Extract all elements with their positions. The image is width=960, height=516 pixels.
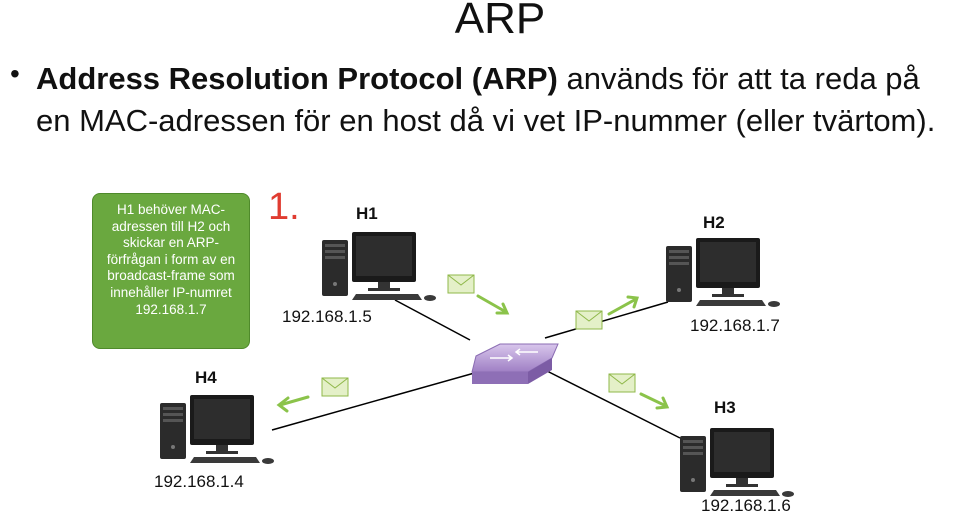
arrow-icon xyxy=(639,392,670,410)
page-title: ARP xyxy=(454,0,546,43)
h4-computer-icon xyxy=(160,395,274,464)
h2-label: H2 xyxy=(703,213,725,232)
arrow-icon xyxy=(276,395,310,413)
h1-computer-icon xyxy=(322,232,436,301)
h3-ip: 192.168.1.6 xyxy=(701,496,791,515)
frame-envelope-icon xyxy=(608,373,636,393)
h4-label: H4 xyxy=(195,368,217,387)
bullet-text: Address Resolution Protocol (ARP) använd… xyxy=(36,58,956,142)
link-switch-h2 xyxy=(544,301,669,339)
link-switch-h3 xyxy=(544,369,681,439)
explanation-callout: H1 behöver MAC-adressen till H2 och skic… xyxy=(92,193,250,349)
h3-label: H3 xyxy=(714,398,736,417)
h1-ip: 192.168.1.5 xyxy=(282,307,372,326)
link-h1-switch xyxy=(394,299,471,341)
bullet-rest: används för att ta reda på en MAC-adress… xyxy=(36,61,936,138)
h2-computer-icon xyxy=(666,238,780,307)
link-switch-h4 xyxy=(271,371,479,431)
switch-icon xyxy=(471,343,559,384)
frame-envelope-icon xyxy=(575,310,603,330)
step-number: 1. xyxy=(268,186,300,228)
h2-ip: 192.168.1.7 xyxy=(690,316,780,335)
arrow-icon xyxy=(476,294,510,315)
frame-envelope-icon xyxy=(321,377,349,397)
bullet-marker: • xyxy=(10,58,20,89)
arrow-icon xyxy=(607,295,640,316)
bullet-bold: Address Resolution Protocol (ARP) xyxy=(36,61,558,96)
frame-envelope-icon xyxy=(447,274,475,294)
h4-ip: 192.168.1.4 xyxy=(154,472,244,491)
h1-label: H1 xyxy=(356,204,378,223)
h3-computer-icon xyxy=(680,428,794,497)
